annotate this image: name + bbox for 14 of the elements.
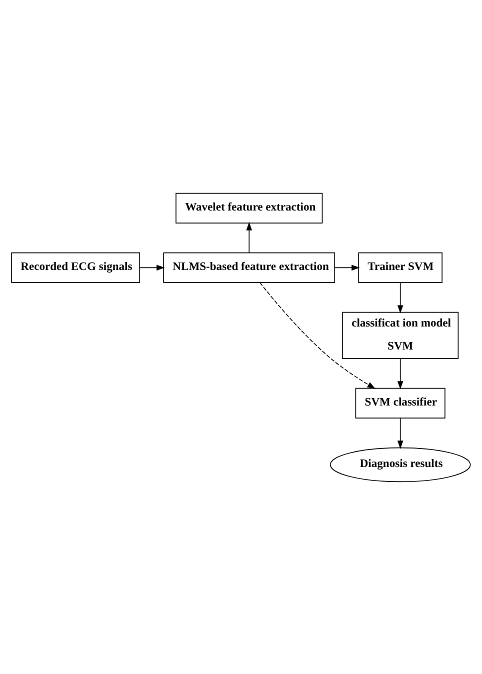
arrow xyxy=(260,282,376,388)
arrow xyxy=(397,358,404,389)
node-box: Wavelet feature extraction xyxy=(176,192,323,223)
arrow xyxy=(397,417,404,448)
arrow xyxy=(397,282,404,313)
node-box: classificat ion model SVM xyxy=(342,311,459,358)
arrow xyxy=(139,264,165,270)
node-ellipse: Diagnosis results xyxy=(330,446,471,482)
arrow xyxy=(246,222,252,253)
node-box: SVM classifier xyxy=(355,387,446,418)
node-box: NLMS-based feature extraction xyxy=(163,252,336,282)
node-box: Recorded ECG signals xyxy=(11,252,140,282)
node-box: Trainer SVM xyxy=(358,252,442,282)
arrow xyxy=(334,264,360,270)
